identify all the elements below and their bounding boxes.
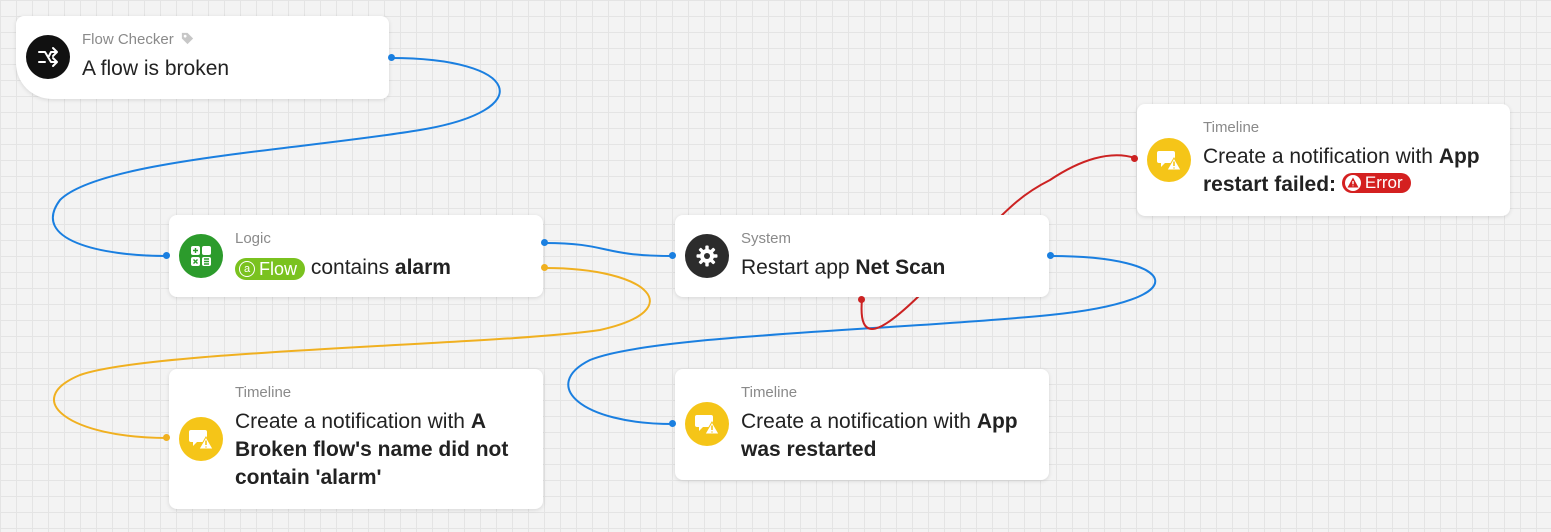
system-text-plain: Restart app — [741, 256, 850, 279]
system-error-output-port[interactable] — [858, 296, 865, 303]
timeline-false-card[interactable]: Timeline Create a notification with A Br… — [169, 369, 543, 509]
error-label: Error — [1364, 172, 1403, 192]
logic-text-mid: contains — [310, 256, 390, 279]
trigger-output-port[interactable] — [388, 54, 395, 61]
card-title: Restart app Net Scan — [741, 254, 1037, 282]
trigger-card-flow-broken[interactable]: Flow Checker A flow is broken — [16, 16, 389, 99]
timeline-text-plain: Create a notification with — [741, 410, 971, 433]
error-token[interactable]: Error — [1341, 172, 1411, 193]
flow-broken-icon — [26, 35, 70, 79]
card-kind-label: Timeline — [741, 384, 798, 401]
card-kind-label: System — [741, 230, 792, 247]
card-kind-label: Timeline — [1203, 119, 1260, 136]
token-prefix: a — [239, 261, 255, 277]
notification-warning-icon — [179, 417, 223, 461]
timeline-text-bold: App was restarted — [741, 410, 1018, 461]
token-label: Flow — [259, 259, 298, 279]
card-title: Create a notification with App restart f… — [1203, 143, 1498, 199]
timeline-error-card[interactable]: Timeline Create a notification with App … — [1137, 104, 1510, 216]
notification-warning-icon — [1147, 138, 1191, 182]
gear-icon — [685, 234, 729, 278]
timeline-success-input-port[interactable] — [669, 420, 676, 427]
notification-warning-icon — [685, 402, 729, 446]
wire-logic-true-to-system — [544, 242, 673, 257]
system-card[interactable]: System Restart app Net Scan — [675, 215, 1049, 297]
system-success-output-port[interactable] — [1047, 252, 1054, 259]
timeline-error-input-port[interactable] — [1131, 155, 1138, 162]
timeline-text-plain: Create a notification with — [1203, 145, 1433, 168]
warning-icon — [1344, 174, 1361, 191]
card-title: Create a notification with App was resta… — [741, 408, 1037, 464]
card-title: A flow is broken — [82, 57, 230, 80]
tag-icon — [181, 32, 193, 45]
card-kind-label: Flow Checker — [82, 31, 195, 48]
calculator-icon — [179, 234, 223, 278]
logic-text-bold: alarm — [394, 256, 451, 279]
timeline-text-bold: App restart failed: — [1203, 145, 1480, 196]
card-title: Create a notification with A Broken flow… — [235, 408, 531, 492]
card-kind-label: Timeline — [235, 384, 292, 401]
timeline-text-bold: A Broken flow's name did not contain 'al… — [235, 410, 509, 489]
logic-false-output-port[interactable] — [541, 264, 548, 271]
timeline-false-input-port[interactable] — [163, 434, 170, 441]
timeline-text-plain: Create a notification with — [235, 410, 465, 433]
system-input-port[interactable] — [669, 252, 676, 259]
system-text-bold: Net Scan — [855, 256, 946, 279]
card-kind-label: Logic — [235, 230, 271, 247]
timeline-success-card[interactable]: Timeline Create a notification with App … — [675, 369, 1049, 480]
logic-true-output-port[interactable] — [541, 239, 548, 246]
logic-input-port[interactable] — [163, 252, 170, 259]
